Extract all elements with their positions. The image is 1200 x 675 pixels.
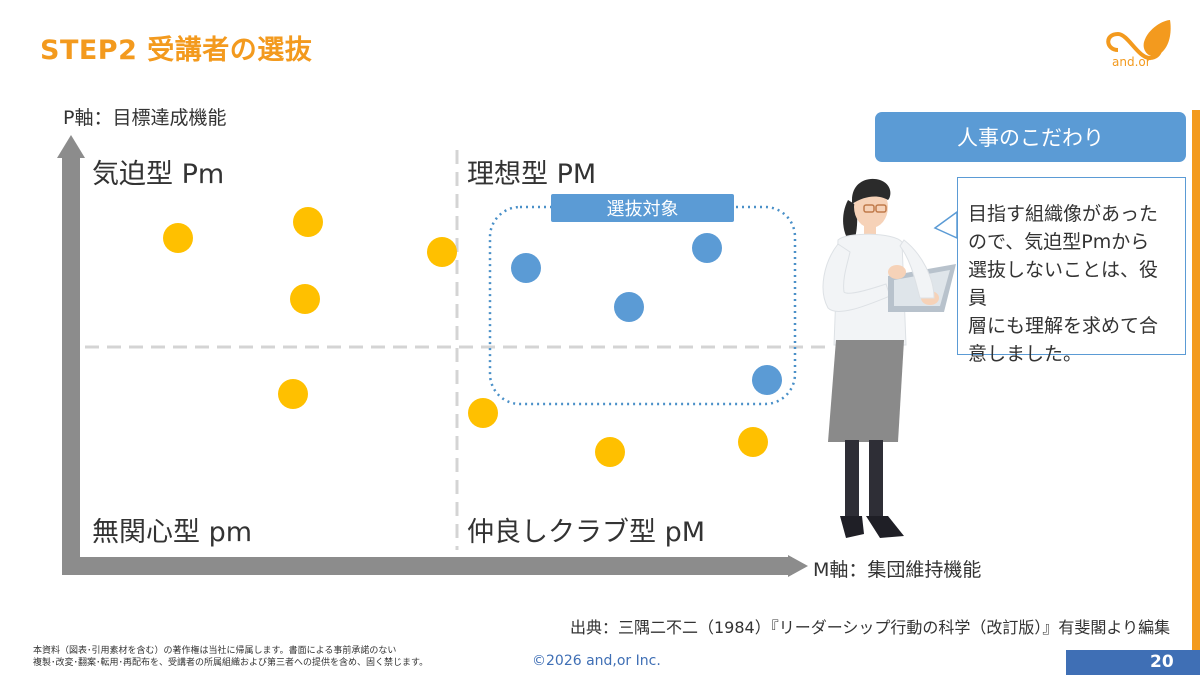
y-axis-label: P軸：目標達成機能 <box>63 107 227 129</box>
speech-tail <box>933 210 958 240</box>
speech-line: 選抜しないことは、役員 <box>968 259 1159 309</box>
dot-blue <box>511 253 541 283</box>
and-or-logo <box>1106 20 1171 61</box>
hr-commitment-header: 人事のこだわり <box>875 112 1186 162</box>
dot-blue <box>752 365 782 395</box>
dot-blue <box>614 292 644 322</box>
speech-line: ので、気迫型Pmから <box>968 231 1150 253</box>
slide-title: STEP2 受講者の選抜 <box>40 35 313 66</box>
copyright-notice: 本資料（図表･引用素材を含む）の著作権は当社に帰属します。書面による事前承諾のな… <box>33 645 428 669</box>
copyright-text: ©2026 and,or Inc. <box>532 653 661 669</box>
speech-line: 層にも理解を求めて合 <box>968 315 1159 337</box>
x-axis-arrow <box>788 555 808 577</box>
dot-yellow <box>595 437 625 467</box>
dot-yellow <box>427 237 457 267</box>
dot-yellow <box>278 379 308 409</box>
woman-illustration <box>822 178 956 538</box>
dot-blue <box>692 233 722 263</box>
selection-frame <box>488 205 797 406</box>
quadrant-bottom-right: 仲良しクラブ型 pM <box>467 517 706 548</box>
copyright-notice-line: 本資料（図表･引用素材を含む）の著作権は当社に帰属します。書面による事前承諾のな… <box>33 646 397 656</box>
right-edge-accent <box>1192 110 1200 650</box>
speech-bubble: 目指す組織像があった ので、気迫型Pmから 選抜しないことは、役員 層にも理解を… <box>957 177 1186 365</box>
dot-yellow <box>290 284 320 314</box>
dot-yellow <box>468 398 498 428</box>
page-number: 20 <box>1150 652 1174 672</box>
y-axis <box>62 155 80 575</box>
dot-yellow <box>293 207 323 237</box>
dot-yellow <box>163 223 193 253</box>
y-axis-arrow <box>57 135 85 158</box>
quadrant-bottom-left: 無関心型 pm <box>92 517 253 548</box>
speech-line: 意しました。 <box>968 343 1083 365</box>
selection-target-label: 選抜対象 <box>551 194 734 222</box>
speech-line: 目指す組織像があった <box>968 203 1159 225</box>
dot-yellow <box>738 427 768 457</box>
quadrant-top-right: 理想型 PM <box>467 159 597 190</box>
source-citation: 出典：三隅二不二（1984）『リーダーシップ行動の科学（改訂版）』有斐閣より編集 <box>570 618 1171 637</box>
copyright-notice-line: 複製･改変･翻案･転用･再配布を、受講者の所属組織および第三者への提供を含め、固… <box>33 658 429 668</box>
x-axis <box>62 557 792 575</box>
page-number-bar <box>1066 650 1200 675</box>
logo-text: and.or <box>1112 55 1151 69</box>
x-axis-label: M軸：集団維持機能 <box>813 559 982 581</box>
quadrant-top-left: 気迫型 Pm <box>92 159 225 190</box>
